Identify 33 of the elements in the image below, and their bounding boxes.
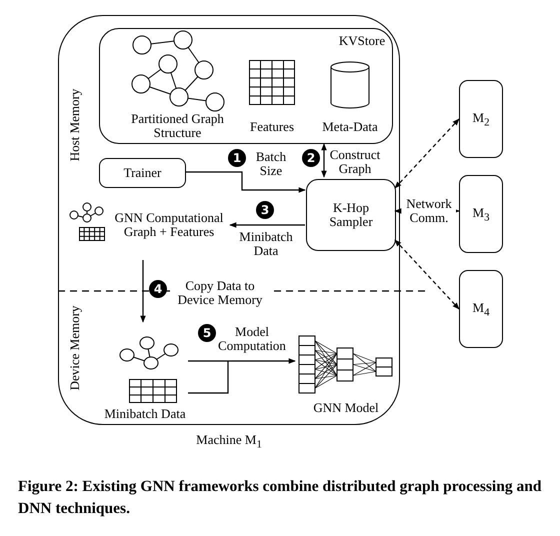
memory-region-label: Host Memory [68,88,82,164]
node-label: Minibatch Data [103,407,187,421]
kvstore-box [99,28,393,144]
figure-caption: Figure 2: Existing GNN frameworks combine distributed graph processing and DNN techniques. [18,477,542,519]
node-label: KVStore [338,34,386,48]
edge-label: Construct Graph [328,148,382,176]
dashed-double-arrow [394,239,460,310]
node-label: GNN Computational Graph + Features [114,211,224,239]
step-number-badge: 5 [198,324,216,342]
step-number-badge: 1 [228,149,246,167]
trainer-box: Trainer [99,158,186,188]
node-label: Machine M$_{1}$ [195,433,263,452]
arrow [187,358,296,394]
node-label: Partitioned Graph Structure [130,112,225,140]
edge-label: Network Comm. [402,197,456,225]
machine-box: M$_{4}$ [459,270,503,348]
node-label: Features [248,120,296,134]
machine-box: M$_{2}$ [459,80,503,158]
machine-box: M$_{3}$ [459,175,503,253]
arrow [140,260,146,323]
edge-label: Copy Data to Device Memory [170,279,270,307]
arrow [229,222,305,228]
sampler-box: K-Hop Sampler [306,179,396,251]
step-number-badge: 4 [149,280,167,298]
edge-label: Model Computation [218,325,286,353]
node-label: GNN Model [312,401,380,415]
step-number-badge: 2 [302,149,320,167]
arrow [185,171,306,193]
dashed-double-arrow [394,118,460,189]
memory-region-label: Device Memory [68,304,82,392]
step-number-badge: 3 [256,201,274,219]
arrow [321,143,327,178]
node-label: Meta-Data [321,120,379,134]
